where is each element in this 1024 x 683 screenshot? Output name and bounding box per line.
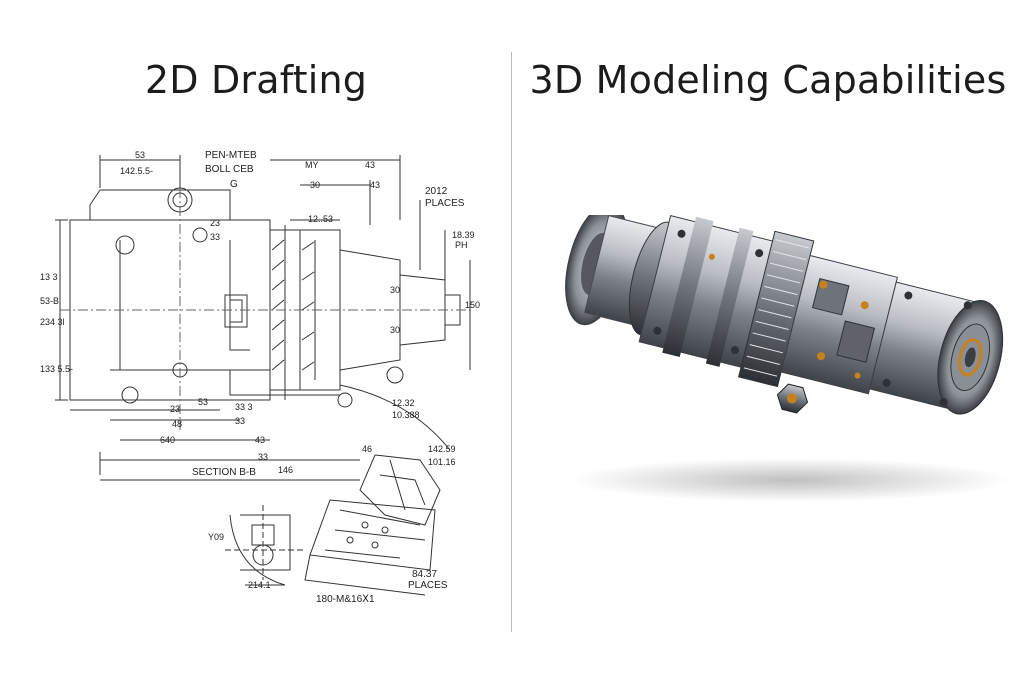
dim-12-53: 12..53 (308, 214, 333, 224)
note-g-label: G (230, 179, 238, 190)
panel-divider (511, 52, 512, 632)
note-my: MY (305, 160, 319, 170)
modeling-title: 3D Modeling Capabilities (529, 58, 1007, 102)
note-18-39: 18.39 (452, 230, 475, 240)
dim-33-3: 33 3 (235, 402, 253, 412)
drafting-title: 2D Drafting (144, 58, 368, 102)
dim-12-32: 12.32 (392, 398, 415, 408)
note-ph: PH (455, 240, 468, 250)
dim-46: 46 (362, 444, 372, 454)
dim-142-59: 142.59 (428, 444, 456, 454)
dim-150: 150 (465, 300, 480, 310)
dim-142-5: 142.5.5- (120, 166, 153, 176)
dim-53-c: 53 (198, 397, 208, 407)
dim-43-a: 43 (365, 160, 375, 170)
dim-30: 30 (310, 180, 320, 190)
dim-146: 146 (278, 465, 293, 475)
technical-drawing: 53 142.5.5- PEN-MTEB BOLL CEB G MY 43 30… (40, 150, 480, 605)
dim-10-388: 10.388 (392, 410, 420, 420)
note-places-2: 84.37 (412, 569, 437, 580)
note-places-2b: PLACES (408, 580, 448, 591)
dim-640: 640 (160, 435, 175, 445)
dim-13-3: 13 3 (40, 272, 58, 282)
dim-53-top: 53 (135, 150, 145, 160)
note-places-1: 2012 (425, 186, 448, 197)
dim-214-1: 214.1 (248, 580, 271, 590)
dim-48: 48 (172, 419, 182, 429)
dim-33-b: 33 (258, 452, 268, 462)
dim-30-a: 30 (390, 285, 400, 295)
dim-53-b: 53-B (40, 296, 59, 306)
dim-133-5: 133 5.5- (40, 364, 73, 374)
dim-33-3-b: 33 (235, 416, 245, 426)
dim-30-b: 30 (390, 325, 400, 335)
note-section-b-b: SECTION B-B (192, 467, 256, 478)
dim-33: 33 (210, 232, 220, 242)
dim-234-3: 234 3l (40, 317, 65, 327)
dim-43-b: 43 (370, 180, 380, 190)
note-places-1b: PLACES (425, 198, 465, 209)
note-bolt: 180-M&16Ⅹ1 (316, 594, 375, 605)
note-y09: Y09 (208, 532, 224, 542)
dim-23: 23 (210, 218, 220, 228)
dim-101-16: 101.16 (428, 457, 456, 467)
note-pen-label-2: BOLL CEB (205, 164, 254, 175)
dim-23-b: 23 (170, 404, 180, 414)
3d-model-render (565, 215, 1010, 502)
note-pen-label-1: PEN-MTEB (205, 150, 257, 161)
dim-43-c: 43 (255, 435, 265, 445)
